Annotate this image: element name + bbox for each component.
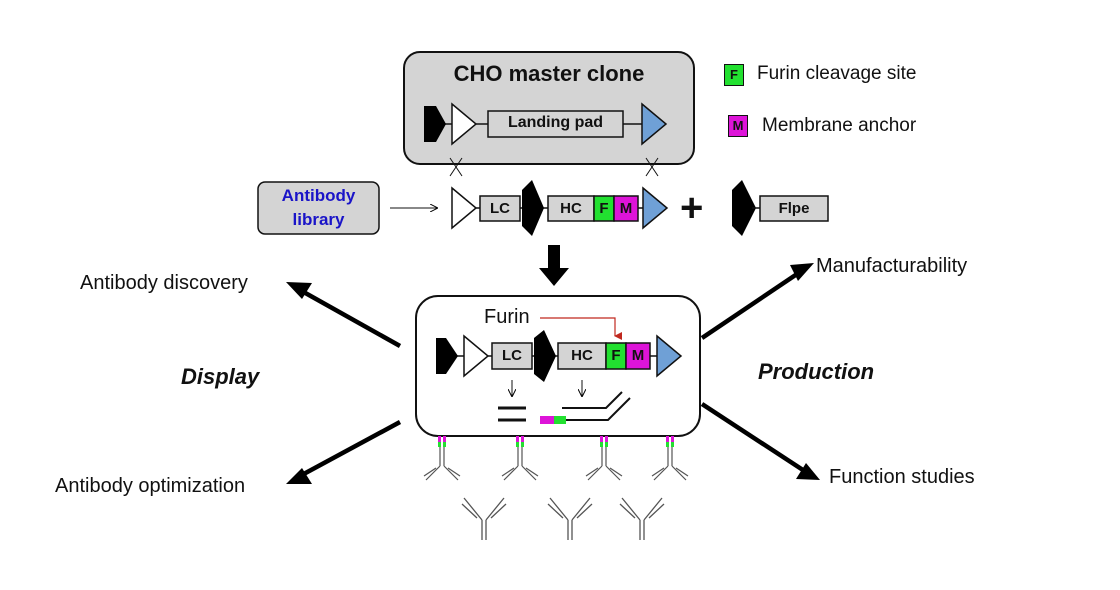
antibody-library-box: [257, 181, 380, 235]
manufacturability-label: Manufacturability: [816, 255, 968, 277]
cell-f-label: F: [611, 347, 621, 364]
membrane-anchor-box: [613, 195, 639, 222]
lc-label: LC: [490, 200, 510, 217]
frt-triangle-icon: [463, 334, 490, 378]
promoter-arrow-icon: [436, 338, 458, 374]
f-label: F: [599, 200, 609, 217]
arrow-head-manufacturability: [790, 263, 814, 281]
promoter-arrow-icon: [522, 180, 544, 236]
hc-label: HC: [560, 200, 582, 217]
lc-box: [479, 195, 521, 222]
frt-triangle-blue-icon: [641, 102, 668, 146]
production-mode-label: Production: [758, 359, 875, 384]
promoter-arrow-icon: [732, 180, 756, 236]
promoter-arrow-icon: [534, 330, 556, 382]
legend-furin-label: Furin cleavage site: [757, 63, 917, 84]
legend-membrane-chip: M: [728, 115, 748, 137]
m-label: M: [619, 200, 633, 217]
arrow-head-function: [796, 463, 820, 480]
frt-triangle-icon: [451, 102, 478, 146]
landing-pad-label: Landing pad: [507, 114, 604, 131]
frt-triangle-icon: [451, 186, 478, 230]
function-studies-label: Function studies: [829, 466, 975, 488]
legend-furin-chip: F: [724, 64, 744, 86]
arrow-head-optimization: [286, 468, 312, 484]
cross-icon: [449, 157, 659, 177]
flpe-label: Flpe: [778, 200, 810, 217]
secreted-antibody-icons: [461, 497, 665, 540]
displayed-antibody-icons: [423, 436, 689, 481]
legend-membrane-label: Membrane anchor: [762, 115, 917, 136]
antibody-optimization-label: Antibody optimization: [55, 475, 246, 497]
promoter-arrow-icon: [424, 106, 446, 142]
plus-sign: +: [680, 186, 704, 230]
master-clone-title: CHO master clone: [453, 61, 645, 86]
cell-lc-label: LC: [502, 347, 522, 364]
frt-triangle-blue-icon: [656, 334, 683, 378]
flpe-box: [759, 195, 829, 222]
library-label-line1: Antibody: [281, 186, 356, 205]
hc-box: [547, 195, 595, 222]
outcome-arrows: [298, 270, 808, 478]
furin-cleavage-arrow: [540, 317, 622, 340]
library-label-line2: library: [292, 210, 345, 229]
down-arrow-icon: [539, 245, 569, 286]
cell-m-label: M: [631, 347, 645, 364]
arrow-head-discovery: [286, 282, 312, 299]
antibody-discovery-label: Antibody discovery: [80, 272, 248, 294]
cell-membrane-anchor-box: [625, 342, 651, 370]
frt-triangle-blue-icon: [642, 186, 669, 230]
display-mode-label: Display: [181, 364, 260, 389]
cell-lc-box: [491, 342, 533, 370]
furin-label: Furin: [484, 306, 530, 328]
landing-pad-box: [487, 110, 624, 138]
cell-hc-label: HC: [571, 347, 593, 364]
